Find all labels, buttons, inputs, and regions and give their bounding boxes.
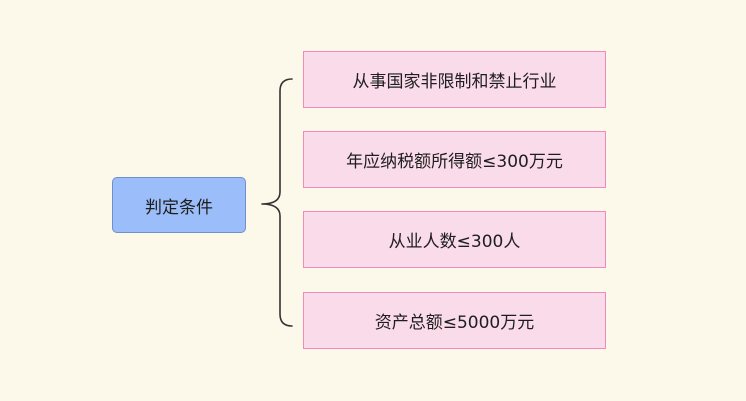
child-node-label: 年应纳税额所得额≤300万元 <box>346 152 563 172</box>
child-node-employees[interactable]: 从业人数≤300人 <box>303 211 606 268</box>
child-node-label: 资产总额≤5000万元 <box>374 313 535 333</box>
child-node-industry[interactable]: 从事国家非限制和禁止行业 <box>303 51 606 108</box>
child-node-total-assets[interactable]: 资产总额≤5000万元 <box>303 292 606 349</box>
child-node-label: 从事国家非限制和禁止行业 <box>352 72 557 92</box>
root-node[interactable]: 判定条件 <box>112 177 246 233</box>
child-node-taxable-income[interactable]: 年应纳税额所得额≤300万元 <box>303 131 606 188</box>
root-node-label: 判定条件 <box>145 197 213 218</box>
child-node-label: 从业人数≤300人 <box>388 232 521 252</box>
